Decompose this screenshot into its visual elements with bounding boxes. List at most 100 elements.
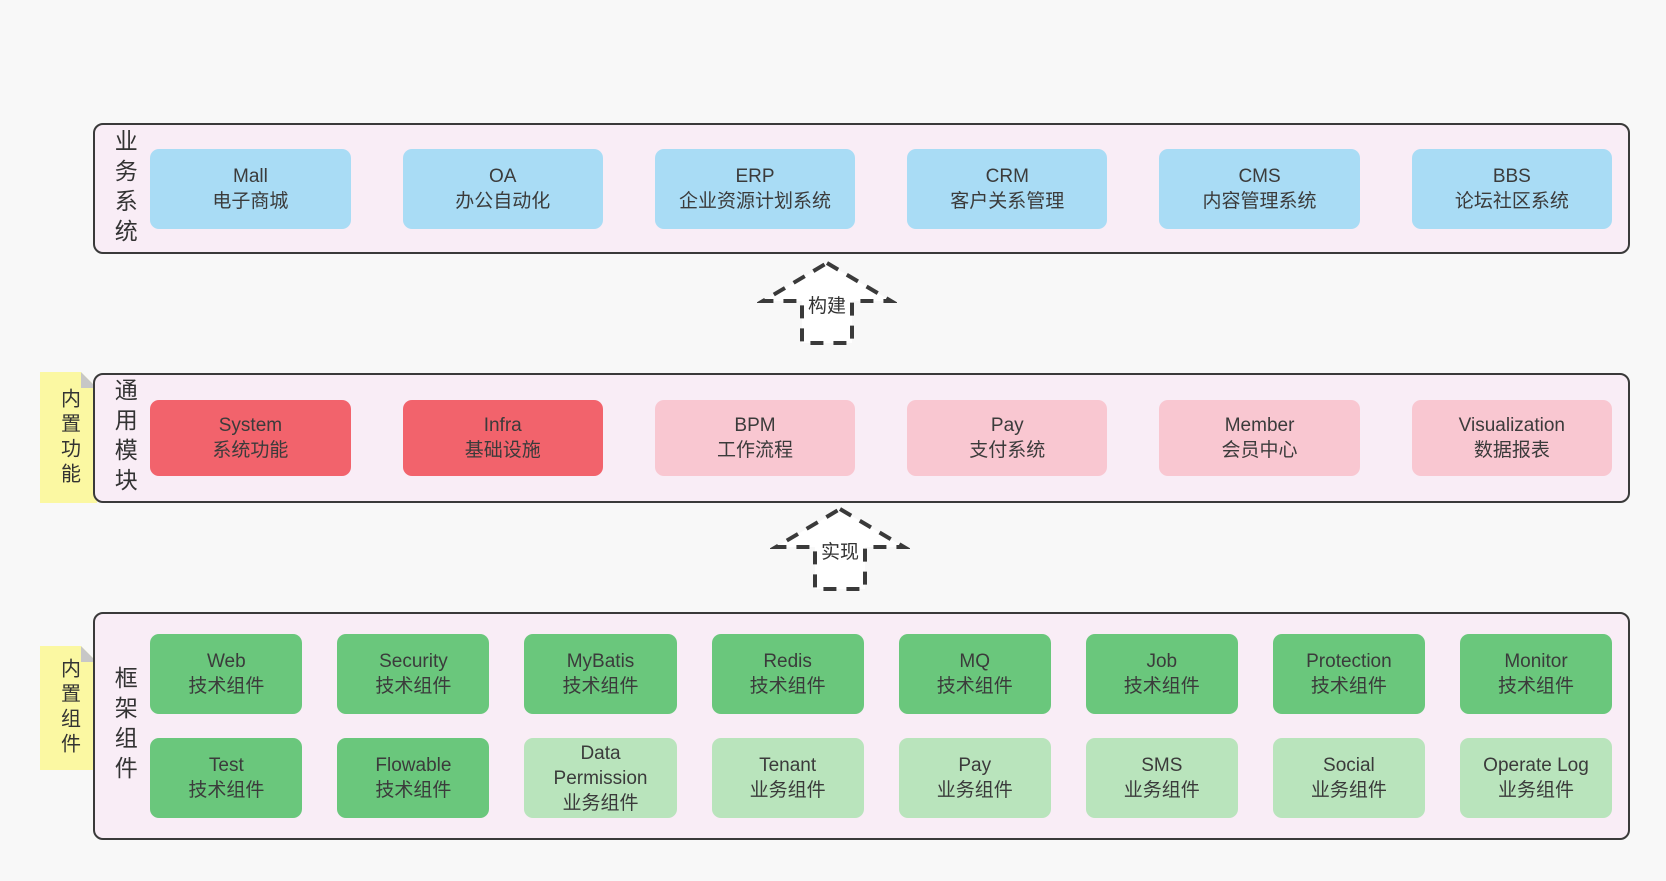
box-name: Operate Log [1483,755,1589,776]
box-name: Member [1224,415,1295,436]
box-name: Data Permission [553,742,648,789]
panel-rows: Mall 电子商城 OA 办公自动化 ERP 企业资源计划系统 CRM 客户关系… [150,148,1612,229]
box-web: Web 技术组件 [150,634,303,714]
business-row: Mall 电子商城 OA 办公自动化 ERP 企业资源计划系统 CRM 客户关系… [150,148,1612,229]
box-name: Monitor [1504,651,1568,672]
box-name: Protection [1306,651,1392,672]
box-desc: 基础设施 [464,440,541,461]
box-pay-biz: Pay 业务组件 [898,738,1051,818]
box-name: MyBatis [566,651,635,672]
build-arrow: 构建 [757,260,897,346]
panel-common-modules: 通用模块 System 系统功能 Infra 基础设施 BPM 工作流程 Pay… [93,373,1630,503]
box-desc: 支付系统 [969,440,1046,461]
box-name: BPM [734,415,776,436]
box-name: Tenant [759,755,817,776]
panel-framework-components: 框架组件 Web 技术组件 Security 技术组件 MyBatis 技术组件… [93,612,1630,840]
box-tenant: Tenant 业务组件 [711,738,864,818]
box-desc: 技术组件 [1310,676,1387,697]
box-operate-log: Operate Log 业务组件 [1459,738,1613,818]
box-desc: 业务组件 [562,792,639,814]
box-monitor: Monitor 技术组件 [1459,634,1613,714]
box-mq: MQ 技术组件 [898,634,1051,714]
box-system: System 系统功能 [150,400,351,476]
box-test: Test 技术组件 [150,738,303,818]
box-name: MQ [959,651,991,672]
box-member: Member 会员中心 [1159,400,1360,476]
panel-title-framework-components: 框架组件 [111,666,138,786]
box-desc: 论坛社区系统 [1454,190,1569,212]
sticky-note-label: 内置功能 [57,387,80,488]
box-desc: 业务组件 [749,780,826,801]
implement-arrow: 实现 [770,506,910,592]
box-desc: 电子商城 [212,190,289,212]
box-name: Test [208,755,244,776]
box-desc: 技术组件 [188,780,265,801]
box-erp: ERP 企业资源计划系统 [654,148,856,229]
box-mybatis: MyBatis 技术组件 [524,634,677,714]
sticky-note-builtin-features: 内置功能 [40,372,97,503]
box-name: CRM [985,165,1029,187]
box-desc: 会员中心 [1221,440,1298,461]
panel-title-common-modules: 通用模块 [111,378,138,498]
box-name: Visualization [1458,415,1565,436]
panel-title-business-systems: 业务系统 [111,128,138,249]
box-redis: Redis 技术组件 [711,634,864,714]
box-name: Redis [763,651,812,672]
box-desc: 技术组件 [1497,676,1574,697]
box-name: Job [1146,651,1178,672]
box-desc: 业务组件 [1310,780,1387,801]
box-name: OA [488,165,517,187]
box-pay: Pay 支付系统 [907,400,1108,476]
box-oa: OA 办公自动化 [402,148,603,229]
box-name: Mall [233,165,268,187]
box-desc: 系统功能 [212,440,289,461]
box-desc: 技术组件 [562,676,639,697]
box-name: Web [206,651,246,672]
box-mall: Mall 电子商城 [150,148,351,229]
box-name: BBS [1492,165,1531,187]
box-desc: 业务组件 [1497,780,1574,801]
box-cms: CMS 内容管理系统 [1159,148,1360,229]
sticky-note-builtin-components: 内置组件 [40,646,97,770]
box-name: Security [379,651,448,672]
box-desc: 工作流程 [716,440,793,461]
box-desc: 客户关系管理 [950,190,1065,212]
box-security: Security 技术组件 [337,634,490,714]
panel-business-systems: 业务系统 Mall 电子商城 OA 办公自动化 ERP 企业资源计划系统 CRM… [93,123,1630,254]
box-visualization: Visualization 数据报表 [1411,400,1612,476]
box-data-permission: Data Permission 业务组件 [524,738,677,818]
box-desc: 办公自动化 [455,190,551,212]
box-name: Infra [483,415,522,436]
box-bpm: BPM 工作流程 [654,400,856,476]
box-name: ERP [735,165,775,187]
box-infra: Infra 基础设施 [402,400,603,476]
modules-row: System 系统功能 Infra 基础设施 BPM 工作流程 Pay 支付系统… [150,400,1612,476]
box-desc: 技术组件 [749,676,826,697]
box-job: Job 技术组件 [1085,634,1238,714]
box-bbs: BBS 论坛社区系统 [1411,148,1612,229]
implement-arrow-label: 实现 [817,537,863,564]
components-row-2: Test 技术组件 Flowable 技术组件 Data Permission … [150,738,1613,818]
box-social: Social 业务组件 [1272,738,1425,818]
sticky-note-label: 内置组件 [57,658,80,758]
box-flowable: Flowable 技术组件 [337,738,490,818]
box-desc: 业务组件 [1123,780,1200,801]
box-name: Social [1323,755,1375,776]
box-name: System [218,415,283,436]
panel-rows: System 系统功能 Infra 基础设施 BPM 工作流程 Pay 支付系统… [150,400,1612,476]
box-name: Pay [958,755,992,776]
components-row-1: Web 技术组件 Security 技术组件 MyBatis 技术组件 Redi… [150,634,1613,714]
box-desc: 业务组件 [936,780,1013,801]
box-desc: 企业资源计划系统 [678,190,831,212]
box-desc: 内容管理系统 [1202,190,1317,212]
box-protection: Protection 技术组件 [1272,634,1425,714]
box-desc: 技术组件 [188,676,265,697]
box-desc: 数据报表 [1473,440,1550,461]
box-crm: CRM 客户关系管理 [907,148,1108,229]
box-desc: 技术组件 [936,676,1013,697]
box-name: SMS [1141,755,1183,776]
box-desc: 技术组件 [375,676,452,697]
box-sms: SMS 业务组件 [1085,738,1238,818]
box-name: CMS [1238,165,1281,187]
